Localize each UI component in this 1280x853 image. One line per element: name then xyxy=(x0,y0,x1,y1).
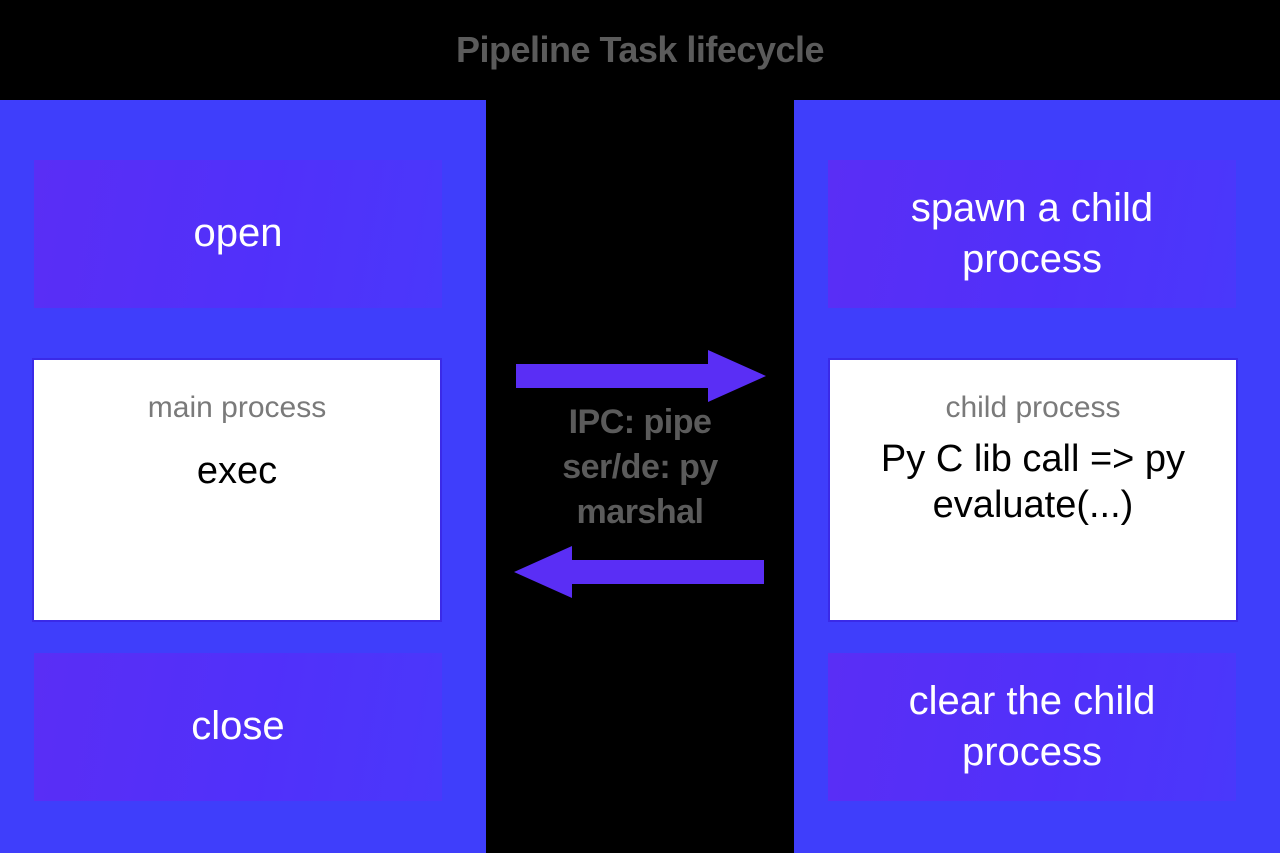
step-box-clear-child[interactable]: clear the child process xyxy=(828,653,1236,801)
main-process-caption: main process xyxy=(147,391,327,424)
main-process-body: exec xyxy=(196,450,278,492)
ipc-caption: IPC: pipe ser/de: py marshal xyxy=(486,400,794,536)
main-process-box[interactable]: main process exec xyxy=(32,358,442,622)
page-title: Pipeline Task lifecycle xyxy=(455,29,825,70)
title-bar: Pipeline Task lifecycle xyxy=(0,0,1280,100)
step-box-clear-child-label: clear the child process xyxy=(908,678,1156,774)
ipc-caption-line-1: IPC: pipe xyxy=(568,403,712,441)
center-column-ipc xyxy=(486,100,794,853)
child-process-caption: child process xyxy=(945,391,1121,424)
step-box-close-label: close xyxy=(191,704,285,749)
step-box-open[interactable]: open xyxy=(34,160,442,308)
arrow-right-icon xyxy=(516,350,766,402)
child-process-box[interactable]: child process Py C lib call => py evalua… xyxy=(828,358,1238,622)
step-box-spawn-child[interactable]: spawn a child process xyxy=(828,160,1236,308)
child-process-body: Py C lib call => py evaluate(...) xyxy=(880,438,1186,527)
step-box-open-label: open xyxy=(193,211,283,256)
step-box-close[interactable]: close xyxy=(34,653,442,801)
step-box-spawn-child-label: spawn a child process xyxy=(910,185,1154,281)
ipc-caption-line-3: marshal xyxy=(576,493,704,532)
arrow-left-icon xyxy=(514,546,764,598)
ipc-caption-line-2: ser/de: py xyxy=(562,448,718,487)
